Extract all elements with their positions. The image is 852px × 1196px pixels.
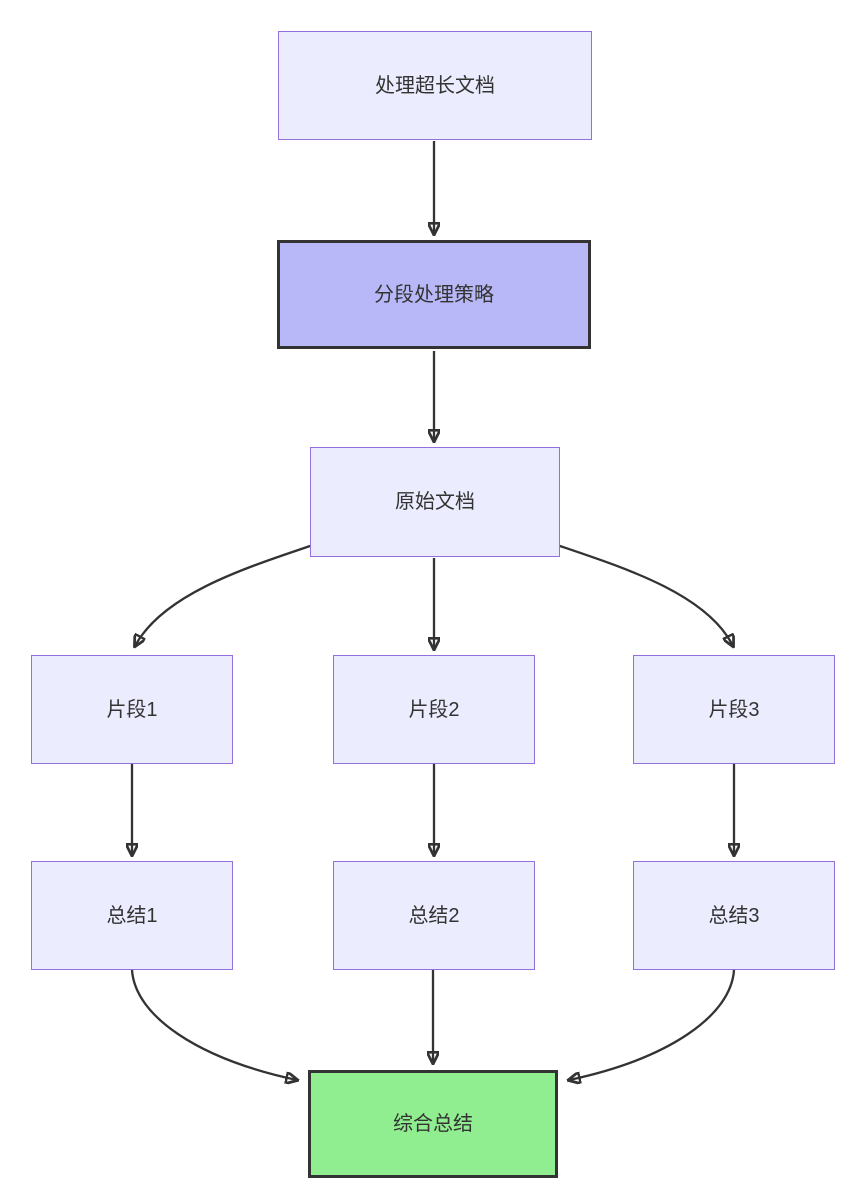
node-summary-2: 总结2	[333, 861, 535, 970]
node-summary-3-label: 总结3	[708, 904, 760, 927]
node-summary-1-label: 总结1	[106, 904, 158, 927]
node-start-label: 处理超长文档	[375, 74, 495, 97]
edge-summary-1-to-final	[130, 969, 297, 1080]
edge-summary-3-to-final	[569, 969, 736, 1080]
node-summary-2-label: 总结2	[408, 904, 460, 927]
node-summary-3: 总结3	[633, 861, 835, 970]
edge-original-to-segment-3	[556, 543, 733, 646]
node-final-summary-label: 综合总结	[393, 1113, 473, 1135]
edge-original-to-segment-1	[135, 543, 314, 646]
node-strategy-label: 分段处理策略	[374, 283, 494, 306]
node-segment-2-label: 片段2	[408, 698, 460, 721]
node-final-summary: 综合总结	[308, 1070, 558, 1178]
node-segment-1: 片段1	[31, 655, 233, 764]
node-original-doc: 原始文档	[310, 447, 560, 557]
node-segment-1-label: 片段1	[106, 698, 158, 721]
node-start: 处理超长文档	[278, 31, 592, 140]
node-strategy: 分段处理策略	[277, 240, 591, 349]
node-original-doc-label: 原始文档	[395, 491, 475, 513]
node-segment-2: 片段2	[333, 655, 535, 764]
node-segment-3: 片段3	[633, 655, 835, 764]
node-segment-3-label: 片段3	[708, 698, 760, 721]
node-summary-1: 总结1	[31, 861, 233, 970]
